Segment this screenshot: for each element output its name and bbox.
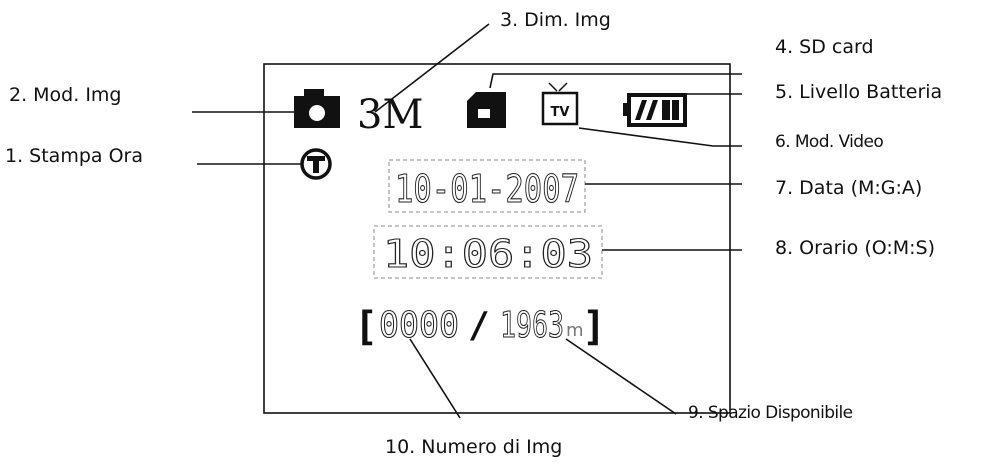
leader-line-video-mode: [578, 127, 742, 147]
photo-count-value: 0000: [379, 305, 459, 346]
counter-separator: /: [468, 305, 490, 346]
available-space-unit: m: [566, 320, 584, 341]
tv-icon-label: TV: [551, 105, 570, 120]
image-size-value: 3M: [357, 92, 423, 138]
date-display-value: 10-01-2007: [395, 167, 579, 211]
time-display-value: 10:06:03: [383, 232, 593, 276]
available-space-value: 1963: [500, 305, 564, 346]
label-img-mode: 2. Mod. Img: [9, 84, 122, 106]
sd-card-icon: [467, 92, 506, 128]
label-sd-card: 4. SD card: [775, 36, 874, 58]
label-img-size: 3. Dim. Img: [500, 9, 611, 31]
leader-line-sd-card: [489, 73, 742, 89]
date-display-box: [388, 159, 586, 213]
leader-line-img-size: [374, 23, 490, 113]
time-display-box: [373, 225, 603, 279]
label-time-stamp: 1. Stampa Ora: [5, 145, 143, 167]
camera-icon: [294, 89, 340, 128]
label-space: 9. Spazio Disponibile: [688, 403, 853, 423]
lcd-screen-frame: [263, 63, 731, 414]
leader-line-space: [565, 338, 677, 415]
label-video-mode: 6. Mod. Video: [775, 132, 883, 152]
battery-icon: [623, 93, 687, 127]
label-img-count: 10. Numero di Img: [385, 436, 562, 458]
label-time: 8. Orario (O:M:S): [775, 237, 935, 259]
label-battery: 5. Livello Batteria: [775, 81, 942, 103]
counter-close-bracket: ]: [582, 304, 606, 350]
leader-line-img-count: [409, 338, 461, 419]
counter-open-bracket: [: [354, 304, 378, 350]
tv-icon: TV: [541, 82, 579, 126]
label-date: 7. Data (M:G:A): [775, 177, 922, 199]
timestamp-icon: [300, 148, 332, 180]
